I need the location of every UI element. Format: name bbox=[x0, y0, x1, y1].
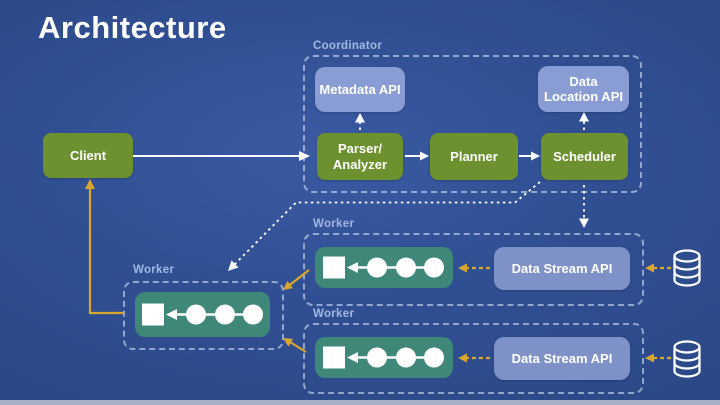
client-label: Client bbox=[69, 147, 107, 163]
database-2-icon bbox=[673, 340, 701, 378]
slide-footer-strip bbox=[0, 400, 720, 405]
data-stream-api-1-label: Data Stream API bbox=[511, 260, 613, 276]
data-stream-api-2-label: Data Stream API bbox=[511, 350, 613, 366]
planner-label: Planner bbox=[450, 148, 498, 164]
pipeline-1-box bbox=[315, 247, 453, 288]
parser-analyzer-label-line2: Analyzer bbox=[332, 156, 388, 172]
worker-right-2-group-label: Worker bbox=[313, 308, 355, 320]
data-location-api-label-line1: Data bbox=[569, 73, 598, 89]
worker-left-group-box bbox=[123, 281, 284, 350]
parser-analyzer-label-line1: Parser/ bbox=[337, 141, 383, 157]
page-title: Architecture bbox=[38, 10, 227, 45]
scheduler-label: Scheduler bbox=[553, 148, 616, 164]
coordinator-group-label: Coordinator bbox=[313, 40, 383, 52]
data-location-api-node: Data Location API bbox=[538, 66, 629, 112]
metadata-api-label: Metadata API bbox=[319, 81, 401, 97]
client-node: Client bbox=[43, 133, 133, 178]
pipeline-icon bbox=[323, 256, 444, 279]
parser-analyzer-node: Parser/ Analyzer bbox=[317, 133, 403, 180]
data-location-api-label-line2: Location API bbox=[544, 89, 623, 104]
scheduler-node: Scheduler bbox=[541, 133, 628, 180]
worker-right-1-group-label: Worker bbox=[313, 218, 355, 230]
pipeline-2-box bbox=[315, 337, 453, 378]
pipeline-icon bbox=[141, 303, 263, 326]
worker-right-2-group-box bbox=[303, 323, 644, 394]
data-stream-api-2-node: Data Stream API bbox=[494, 337, 630, 380]
worker-left-group-label: Worker bbox=[133, 264, 175, 276]
pipeline-left-box bbox=[135, 292, 270, 337]
metadata-api-node: Metadata API bbox=[315, 67, 405, 112]
database-1-icon bbox=[673, 249, 701, 287]
pipeline-icon bbox=[323, 346, 444, 369]
data-stream-api-1-node: Data Stream API bbox=[494, 247, 630, 290]
planner-node: Planner bbox=[430, 133, 518, 180]
